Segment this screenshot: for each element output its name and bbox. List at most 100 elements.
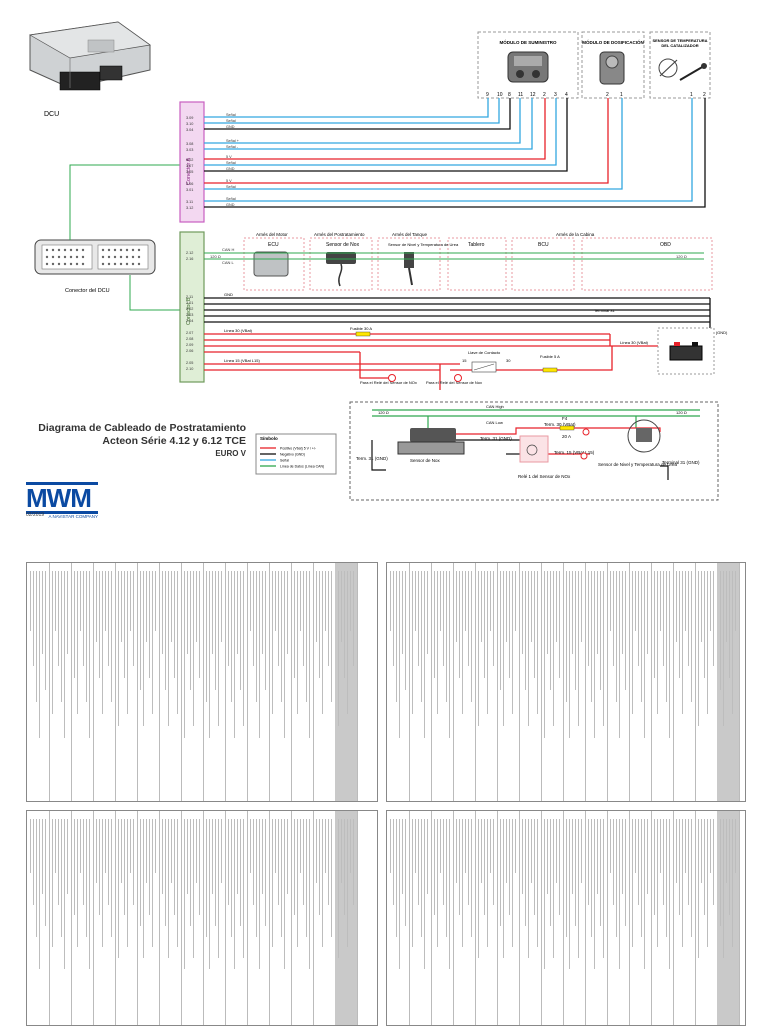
svg-text:5 V: 5 V bbox=[226, 179, 232, 183]
temp-sensor-image bbox=[658, 58, 707, 81]
table-text-line bbox=[171, 819, 172, 884]
table-text-line bbox=[275, 571, 276, 631]
node-nox: Sensor de Nox bbox=[326, 242, 360, 248]
to-relay-nox-1: Para el Relé del Sensor de NOx bbox=[360, 380, 417, 385]
table-text-line bbox=[487, 819, 488, 948]
table-text-line bbox=[306, 819, 307, 937]
table-row bbox=[225, 563, 248, 801]
table-row bbox=[269, 563, 292, 801]
table-row bbox=[497, 811, 520, 1025]
harness-post-label: Arnés del Postratamiento bbox=[314, 232, 365, 237]
table-text-line bbox=[399, 571, 400, 738]
table-text-line bbox=[152, 571, 153, 714]
table-text-line bbox=[240, 819, 241, 926]
legend-title: Símbolo bbox=[260, 436, 278, 441]
table-text-line bbox=[155, 819, 156, 873]
table-text-line bbox=[575, 571, 576, 690]
table-text-line bbox=[347, 819, 348, 948]
table-text-line bbox=[531, 571, 532, 643]
table-row bbox=[651, 811, 674, 1025]
table-text-line bbox=[669, 571, 670, 738]
table-text-line bbox=[657, 819, 658, 948]
svg-text:Negativo (GND): Negativo (GND) bbox=[280, 453, 305, 457]
table-text-line bbox=[597, 571, 598, 655]
svg-text:3.02: 3.02 bbox=[186, 158, 193, 162]
table-text-line bbox=[303, 571, 304, 667]
node-ecu: ECU bbox=[268, 242, 279, 248]
table-text-line bbox=[588, 819, 589, 905]
table-row bbox=[541, 563, 564, 801]
table-text-line bbox=[353, 819, 354, 905]
table-text-line bbox=[682, 819, 683, 948]
table-text-line bbox=[74, 819, 75, 916]
table-row bbox=[159, 563, 182, 801]
table-row bbox=[247, 563, 270, 801]
table-text-line bbox=[152, 819, 153, 948]
table-text-line bbox=[512, 571, 513, 714]
table-text-line bbox=[256, 571, 257, 702]
table-text-line bbox=[679, 571, 680, 679]
table-text-line bbox=[509, 571, 510, 679]
svg-text:2.07: 2.07 bbox=[186, 331, 193, 335]
table-text-line bbox=[64, 571, 65, 738]
table-row bbox=[291, 563, 314, 801]
table-text-line bbox=[42, 571, 43, 655]
table-text-line bbox=[33, 571, 34, 667]
dcu-connector-label: Conector del DCU bbox=[65, 288, 110, 294]
svg-text:4: 4 bbox=[565, 92, 568, 98]
line15-label: Línea 15 (VBat L15) bbox=[224, 358, 260, 363]
supply-pins: 9 10 8 11 12 2 3 4 bbox=[486, 92, 568, 98]
table-row bbox=[563, 563, 586, 801]
table-text-line bbox=[478, 571, 479, 726]
svg-text:3.10: 3.10 bbox=[186, 122, 193, 126]
table-text-line bbox=[89, 819, 90, 969]
table-text-line bbox=[36, 571, 37, 702]
table-text-line bbox=[500, 819, 501, 926]
table-text-line bbox=[184, 571, 185, 738]
svg-text:2: 2 bbox=[703, 92, 706, 98]
table-text-line bbox=[250, 571, 251, 631]
table-row bbox=[71, 563, 94, 801]
table-text-line bbox=[228, 571, 229, 667]
svg-text:5 V: 5 V bbox=[226, 155, 232, 159]
table-text-line bbox=[193, 819, 194, 959]
table-text-line bbox=[446, 819, 447, 937]
table-text-line bbox=[237, 571, 238, 655]
ref-1-left bbox=[388, 374, 396, 382]
svg-text:GND: GND bbox=[226, 203, 235, 207]
table-text-line bbox=[657, 571, 658, 714]
table-text-line bbox=[328, 819, 329, 905]
svg-text:2.04: 2.04 bbox=[186, 319, 193, 323]
harness-boxes bbox=[243, 237, 713, 291]
table-row bbox=[181, 811, 204, 1025]
table-text-line bbox=[641, 819, 642, 937]
table-text-line bbox=[676, 571, 677, 643]
table-row bbox=[27, 811, 50, 1025]
pin15-label: 15 bbox=[462, 358, 467, 363]
table-text-line bbox=[140, 571, 141, 690]
print-date: 02/2019 bbox=[26, 512, 45, 518]
svg-text:2.01: 2.01 bbox=[186, 301, 193, 305]
table-row bbox=[651, 563, 674, 801]
table-text-line bbox=[130, 571, 131, 631]
nox-sensor-image bbox=[326, 252, 356, 287]
battery-symbol bbox=[669, 345, 703, 361]
table-text-line bbox=[704, 571, 705, 679]
table-text-line bbox=[399, 819, 400, 969]
table-text-line bbox=[55, 819, 56, 873]
table-text-line bbox=[108, 571, 109, 667]
table-text-line bbox=[55, 571, 56, 631]
table-text-line bbox=[471, 571, 472, 702]
table-text-line bbox=[143, 571, 144, 726]
table-text-line bbox=[309, 571, 310, 738]
table-text-line bbox=[196, 819, 197, 884]
table-text-line bbox=[111, 819, 112, 937]
svg-text:1: 1 bbox=[620, 92, 623, 98]
table-row bbox=[453, 563, 476, 801]
table-text-line bbox=[666, 819, 667, 937]
table-text-line bbox=[240, 571, 241, 690]
fuse5-symbol bbox=[542, 367, 558, 373]
svg-text:Señal +: Señal + bbox=[226, 139, 240, 143]
svg-text:3.07: 3.07 bbox=[186, 164, 193, 168]
table-text-line bbox=[556, 571, 557, 643]
